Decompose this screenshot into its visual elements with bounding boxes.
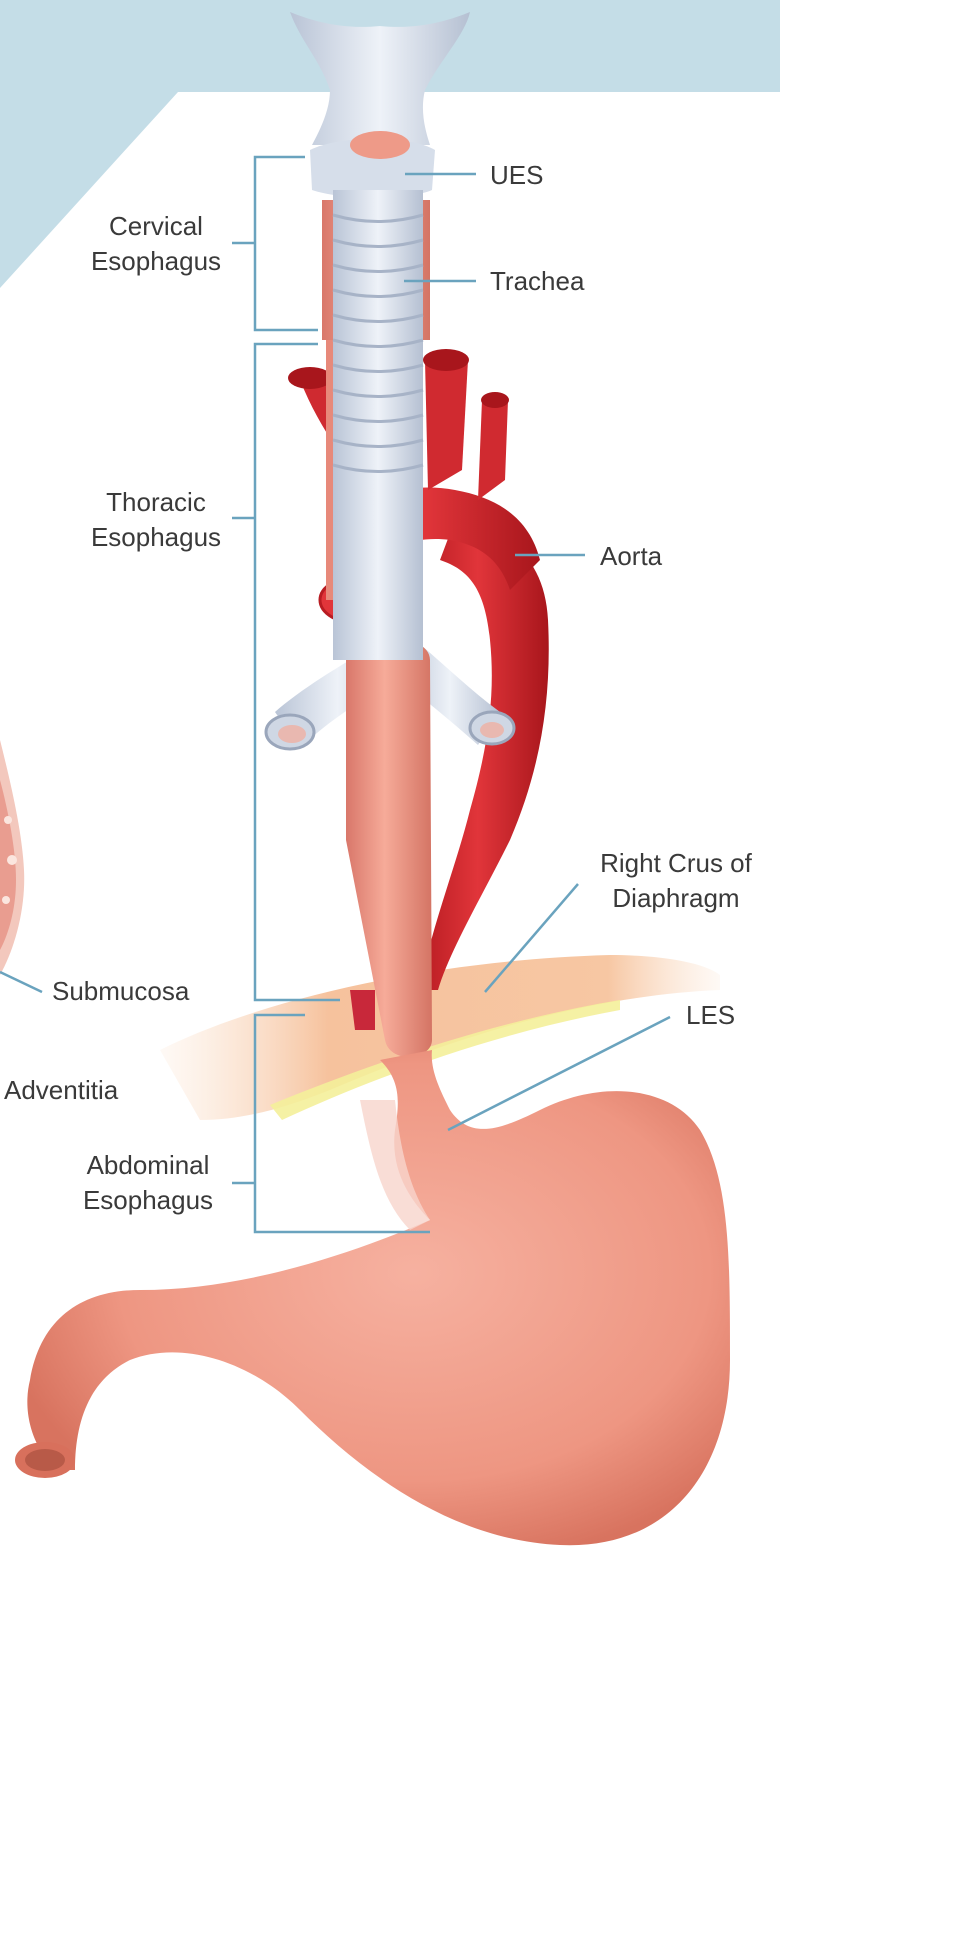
cervical-line2: Esophagus — [78, 244, 234, 279]
trachea-label: Trachea — [490, 264, 584, 299]
stomach — [15, 1050, 730, 1545]
thoracic-line1: Thoracic — [78, 485, 234, 520]
abdominal-line1: Abdominal — [66, 1148, 230, 1183]
submucosa-label: Submucosa — [52, 974, 189, 1009]
cervical-label: Cervical Esophagus — [78, 209, 234, 279]
tissue-section-partial — [0, 740, 24, 975]
right-crus-line1: Right Crus of — [596, 846, 756, 881]
adventitia-label: Adventitia — [4, 1073, 118, 1108]
right-crus-label: Right Crus of Diaphragm — [596, 846, 756, 916]
submucosa-leader — [0, 972, 42, 992]
ues-label: UES — [490, 158, 543, 193]
abdominal-line2: Esophagus — [66, 1183, 230, 1218]
thoracic-line2: Esophagus — [78, 520, 234, 555]
esophagus-anatomy-diagram: UES Trachea Aorta Right Crus of Diaphrag… — [0, 0, 780, 1568]
cervical-line1: Cervical — [78, 209, 234, 244]
aorta-label: Aorta — [600, 539, 662, 574]
les-label: LES — [686, 998, 735, 1033]
thoracic-label: Thoracic Esophagus — [78, 485, 234, 555]
cervical-bracket — [255, 157, 318, 330]
right-crus-line2: Diaphragm — [596, 881, 756, 916]
abdominal-label: Abdominal Esophagus — [66, 1148, 230, 1218]
trachea — [290, 12, 470, 660]
